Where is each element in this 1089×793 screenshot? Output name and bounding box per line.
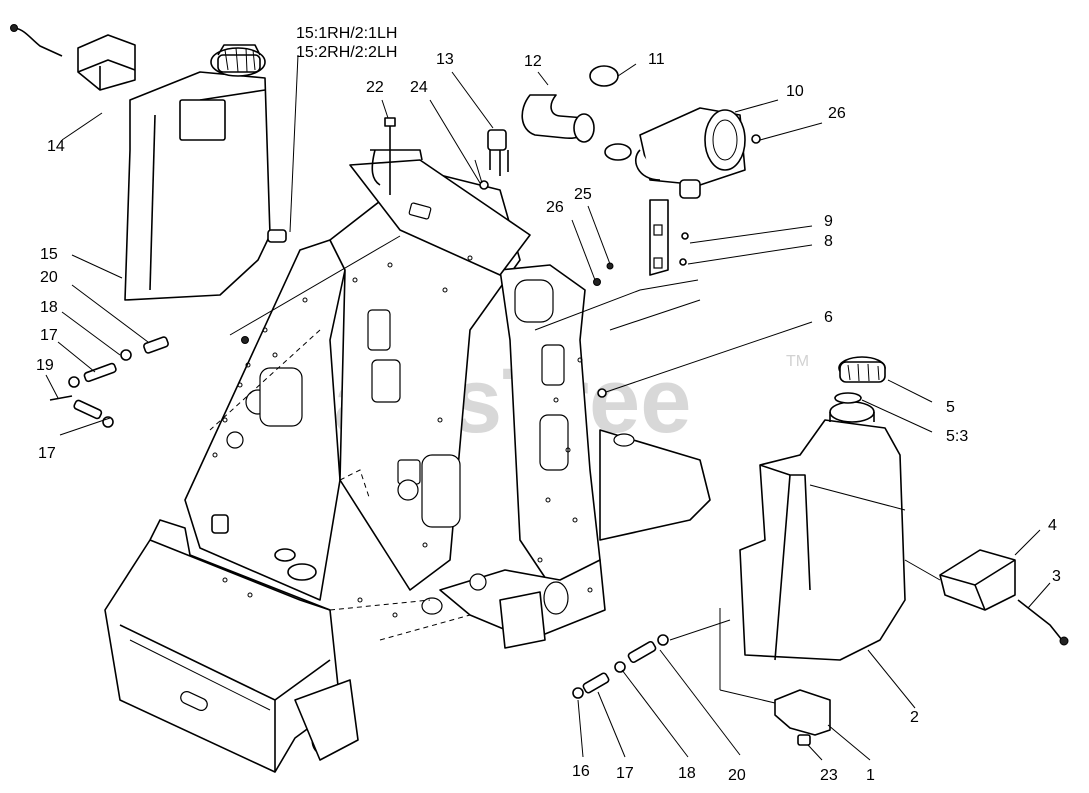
callout-20-right: 20 [728, 767, 746, 784]
callout-20-left: 20 [40, 269, 58, 286]
right-fuel-tank [739, 401, 906, 661]
left-fitting-assembly [49, 336, 169, 428]
callout-8: 8 [824, 233, 833, 250]
callout-17-left-top: 17 [40, 327, 58, 344]
callout-14: 14 [47, 138, 65, 155]
note-line-1: 15:1RH/2:1LH [296, 25, 397, 42]
callout-23: 23 [820, 767, 838, 784]
right-fuel-line [1017, 599, 1069, 646]
right-tank-guard [939, 549, 1016, 611]
left-fuel-tank [124, 44, 287, 301]
note-line-2: 15:2RH/2:2LH [296, 44, 397, 61]
callout-25: 25 [574, 186, 592, 203]
tank-bracket-1 [774, 689, 831, 746]
callout-22: 22 [366, 79, 384, 96]
callout-24: 24 [410, 79, 428, 96]
right-fitting-assembly [572, 634, 669, 699]
main-frame [104, 149, 711, 773]
callout-5: 5 [946, 399, 955, 416]
callout-3: 3 [1052, 568, 1061, 585]
callout-13: 13 [436, 51, 454, 68]
callout-26-right: 26 [828, 105, 846, 122]
callout-1: 1 [866, 767, 875, 784]
wire-harness-plug [474, 129, 509, 190]
callout-18-right: 18 [678, 765, 696, 782]
callout-5-3: 5:3 [946, 428, 968, 445]
callout-9: 9 [824, 213, 833, 230]
left-fuel-line [10, 24, 63, 57]
callout-6: 6 [824, 309, 833, 326]
air-cleaner-assembly [521, 65, 761, 276]
callout-19: 19 [36, 357, 54, 374]
callout-26-left: 26 [546, 199, 564, 216]
bolt-22 [384, 117, 396, 195]
callout-12: 12 [524, 53, 542, 70]
callout-17-left-bottom: 17 [38, 445, 56, 462]
hardware-nuts [241, 262, 614, 398]
callout-2: 2 [910, 709, 919, 726]
callout-15: 15 [40, 246, 58, 263]
callout-4: 4 [1048, 517, 1057, 534]
leader-lines [45, 54, 1051, 761]
callout-16: 16 [572, 763, 590, 780]
left-tank-guard [77, 34, 136, 91]
callout-17-right: 17 [616, 765, 634, 782]
callout-18-left: 18 [40, 299, 58, 316]
frame-bolt-holes [212, 255, 593, 618]
watermark-trademark: TM [786, 353, 809, 370]
callout-labels: 14 15 20 18 17 19 17 22 24 13 12 11 10 2… [36, 51, 1061, 784]
right-tank-cap [834, 356, 886, 404]
callout-10: 10 [786, 83, 804, 100]
callout-11: 11 [648, 51, 665, 68]
